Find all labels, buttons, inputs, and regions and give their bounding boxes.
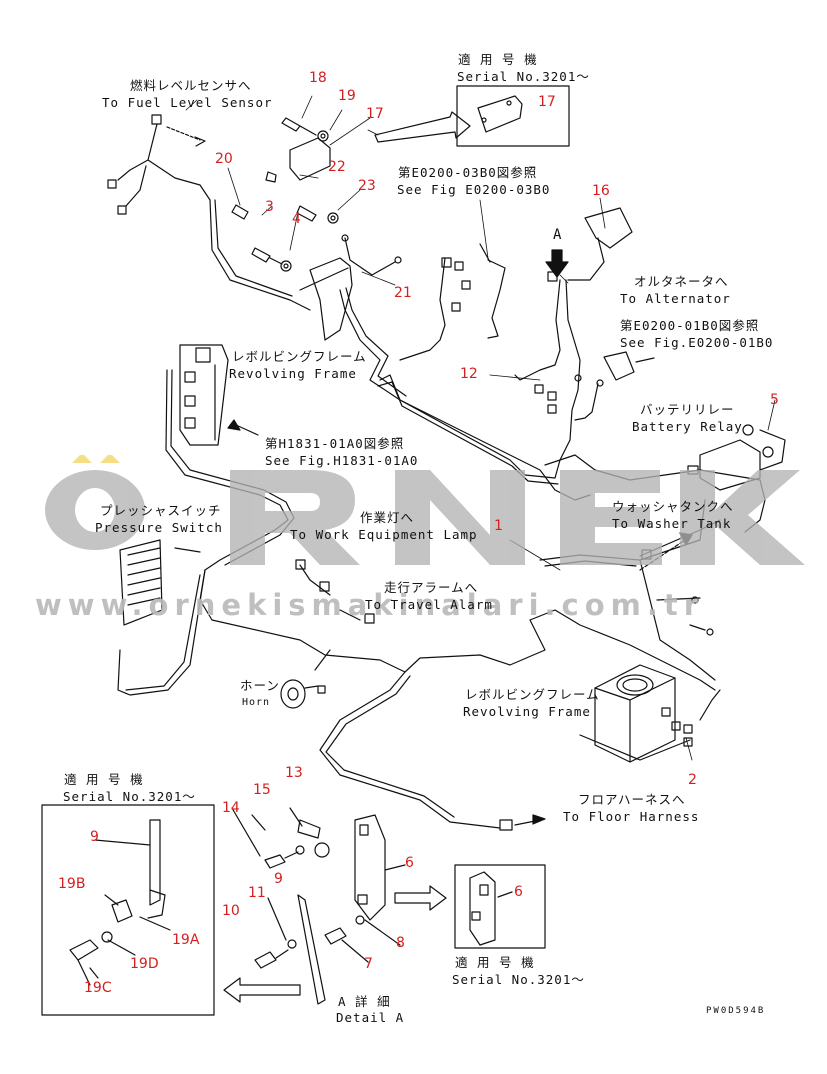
arrow-to-serial-box xyxy=(374,111,471,143)
part-number: 12 xyxy=(460,366,478,382)
revframe1-jp: レボルビングフレーム xyxy=(232,349,367,364)
travel-label-en: To Travel Alarm xyxy=(365,597,493,612)
serial-box-left xyxy=(41,804,215,1016)
horn-label-jp: ホーン xyxy=(240,678,280,693)
relay-block-left xyxy=(179,344,259,446)
part-number: 1 xyxy=(494,518,503,534)
washer-label-jp: ウォッシャタンクへ xyxy=(612,499,734,514)
worklamp-label-en: To Work Equipment Lamp xyxy=(290,527,478,542)
see-e0200-01b0-en: See Fig.E0200-01B0 xyxy=(620,335,774,350)
see-h1831-jp: 第H1831-01A0図参照 xyxy=(265,436,405,451)
part-number: 6 xyxy=(514,884,523,900)
serial-box-top xyxy=(456,85,570,147)
worklamp-label-jp: 作業灯へ xyxy=(360,510,415,525)
part-number: 9 xyxy=(274,871,283,887)
washer-label-en: To Washer Tank xyxy=(612,516,732,531)
serial-left-jp: 適 用 号 機 xyxy=(64,772,144,787)
view-a-arrow xyxy=(545,249,569,278)
part-number: 4 xyxy=(292,211,301,227)
alt-label-en: To Alternator xyxy=(620,291,731,306)
fuel-sensor-harness xyxy=(107,114,311,311)
pressure-switch-block xyxy=(119,539,201,626)
watermark-url: www.ornekismakinalari.com.tr xyxy=(35,588,705,622)
detail-a-jp: A 詳 細 xyxy=(338,994,391,1009)
arrow-to-bottom-box xyxy=(394,885,447,911)
part-number: 22 xyxy=(328,159,346,175)
serial-left-en: Serial No.3201～ xyxy=(63,789,196,804)
see-e0200-03b0-jp: 第E0200-03B0図参照 xyxy=(398,165,538,180)
alternator-harness xyxy=(399,207,655,466)
part-number: 21 xyxy=(394,285,412,301)
part-number: 19C xyxy=(84,980,112,996)
pressure-label-jp: プレッシャスイッチ xyxy=(100,503,222,518)
part-number: 3 xyxy=(265,199,274,215)
watermark-logo xyxy=(44,455,805,565)
part-number: 19B xyxy=(58,876,86,892)
fuel-label-en: To Fuel Level Sensor xyxy=(102,95,273,110)
battery-label-en: Battery Relay xyxy=(632,419,743,434)
part-number: 15 xyxy=(253,782,271,798)
pressure-label-en: Pressure Switch xyxy=(95,520,223,535)
part-number: 16 xyxy=(592,183,610,199)
bracket-assembly xyxy=(231,117,591,501)
part-number: 19D xyxy=(130,956,159,972)
revframe1-en: Revolving Frame xyxy=(229,366,357,381)
part-number: 19A xyxy=(172,932,200,948)
view-a-label: A xyxy=(553,227,563,243)
fuel-label-jp: 燃料レベルセンサへ xyxy=(130,78,252,93)
part-number: 20 xyxy=(215,151,233,167)
part-number: 14 xyxy=(222,800,240,816)
serial-top-en: Serial No.3201～ xyxy=(457,69,590,84)
revframe2-jp: レボルビングフレーム xyxy=(465,687,600,702)
revolving-frame-box xyxy=(579,664,721,763)
part-number: 11 xyxy=(248,885,266,901)
arrow-to-left-box xyxy=(223,977,301,1003)
horn xyxy=(280,679,319,709)
part-number: 19 xyxy=(338,88,356,104)
alt-label-jp: オルタネータへ xyxy=(634,274,729,289)
leader-lines xyxy=(185,95,776,761)
horn-label-en: Horn xyxy=(242,697,271,708)
part-number: 6 xyxy=(405,855,414,871)
drawing-code: PW0D594B xyxy=(706,1006,766,1016)
floor-label-en: To Floor Harness xyxy=(563,809,700,824)
part-number: 7 xyxy=(364,956,373,972)
part-number: 17 xyxy=(366,106,384,122)
serial-bottom-jp: 適 用 号 機 xyxy=(455,955,535,970)
travel-label-jp: 走行アラームへ xyxy=(384,580,479,595)
part-number: 23 xyxy=(358,178,376,194)
serial-top-jp: 適 用 号 機 xyxy=(458,52,538,67)
revframe2-en: Revolving Frame xyxy=(463,704,591,719)
part-number: 5 xyxy=(770,392,779,408)
part-number: 17 xyxy=(538,94,556,110)
serial-bottom-en: Serial No.3201～ xyxy=(452,972,585,987)
see-h1831-en: See Fig.H1831-01A0 xyxy=(265,453,419,468)
part-number: 2 xyxy=(688,772,697,788)
serial-box-bottom xyxy=(454,864,546,949)
battery-label-jp: バッテリリレー xyxy=(640,402,735,417)
part-number: 10 xyxy=(222,903,240,919)
part-number: 8 xyxy=(396,935,405,951)
see-e0200-03b0-en: See Fig E0200-03B0 xyxy=(397,182,551,197)
detail-a xyxy=(231,807,406,1005)
part-number: 13 xyxy=(285,765,303,781)
floor-label-jp: フロアハーネスへ xyxy=(578,792,686,807)
detail-a-en: Detail A xyxy=(336,1010,405,1025)
part-number: 9 xyxy=(90,829,99,845)
see-e0200-01b0-jp: 第E0200-01B0図参照 xyxy=(620,318,760,333)
part-number: 18 xyxy=(309,70,327,86)
